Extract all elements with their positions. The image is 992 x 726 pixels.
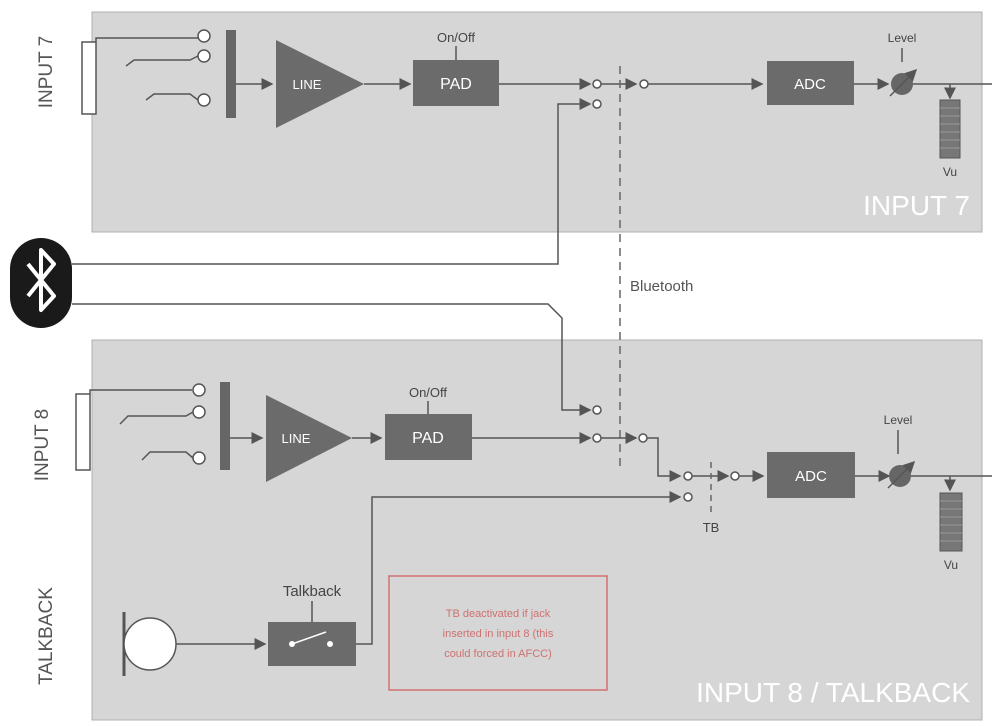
input8-pad-switch-label: On/Off [409,385,447,400]
input8-vu-meter [939,492,963,552]
talkback-note-line-3: could forced in AFCC) [444,648,552,660]
input7-adc-block [767,61,854,105]
input8-pad-label: PAD [412,430,444,447]
input7-line-amp [276,40,364,128]
input7-line-label: LINE [293,77,322,92]
input7-panel-title: INPUT 7 [863,190,970,221]
input8-level-label: Level [884,413,913,427]
input7-vu-label: Vu [943,165,957,179]
input8-connector-bar [220,382,230,470]
input8-panel-title: INPUT 8 / TALKBACK [696,677,970,708]
input8-adc-label: ADC [795,468,827,485]
input7-panel [91,11,983,233]
input8-panel [91,339,983,721]
bluetooth-wire-to-input8 [72,303,592,416]
input8-jack [75,383,206,471]
talkback-microphone-icon [122,612,177,676]
input7-vu-meter [939,99,961,159]
input8-vu-label: Vu [944,558,958,572]
input8-line-label: LINE [282,431,311,446]
input7-level-label: Level [888,31,917,45]
talkback-switch-label: Talkback [283,583,342,600]
input8-line-amp [266,395,352,482]
talkback-note-line-1: TB deactivated if jack [446,608,551,620]
talkback-switch-block [268,622,356,666]
input7-pad-switch-label: On/Off [437,30,475,45]
tb-switch-label: TB [703,520,720,535]
input7-side-label: INPUT 7 [36,36,57,109]
input8-side-label: INPUT 8 [32,409,53,482]
input8-adc-block [767,452,855,498]
input7-connector-bar [226,30,236,118]
input8-pad-block [385,414,472,460]
bluetooth-divider-label: Bluetooth [630,278,693,295]
talkback-note-box [388,575,608,691]
talkback-side-label: TALKBACK [36,587,57,685]
input7-pad-label: PAD [440,76,472,93]
input7-jack [81,29,211,115]
bluetooth-wire-to-input7 [72,98,592,265]
bluetooth-icon [10,238,72,328]
talkback-note-line-2: inserted in input 8 (this [443,628,554,640]
input7-pad-block [413,60,499,106]
input7-adc-label: ADC [794,76,826,93]
